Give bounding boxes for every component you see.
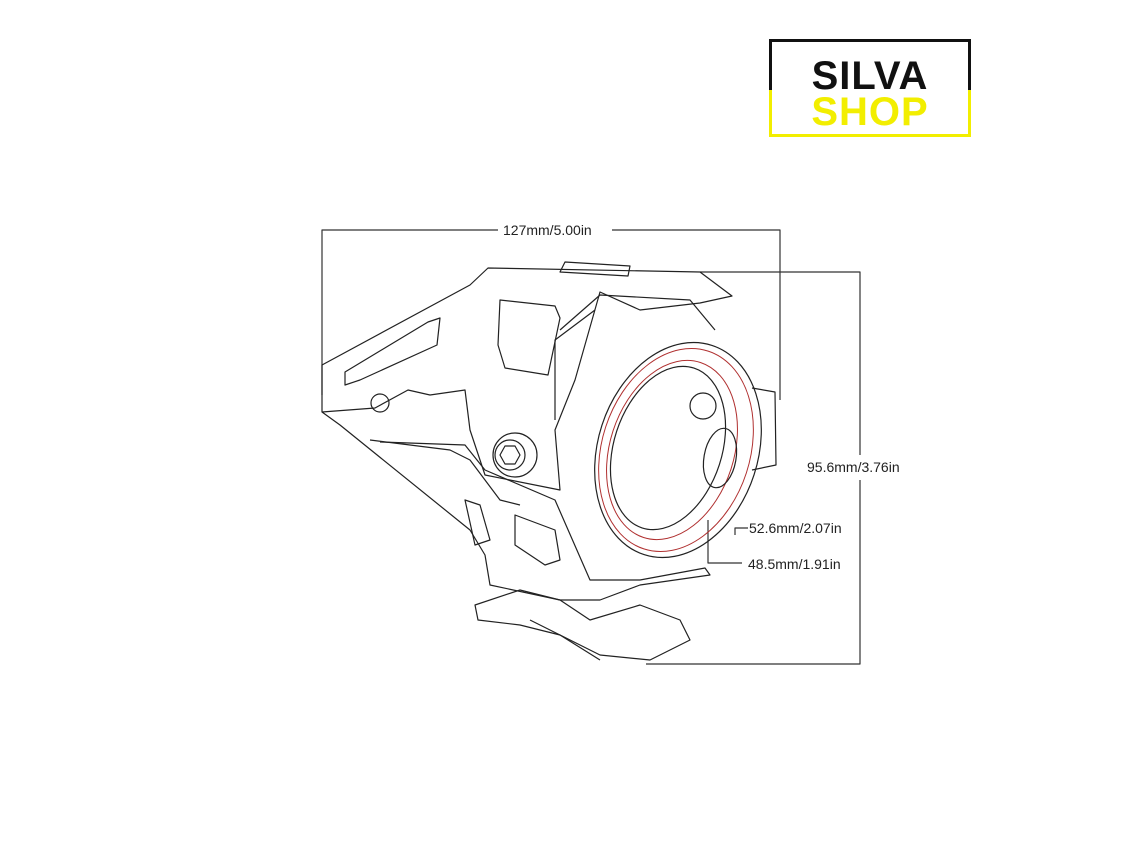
side-bolt bbox=[370, 393, 390, 413]
width-dimension-line bbox=[321, 229, 781, 400]
hex-bolt bbox=[492, 432, 538, 478]
silva-shop-logo: SILVA SHOP bbox=[769, 39, 971, 137]
lens-assembly bbox=[594, 341, 762, 559]
lamp-barrel bbox=[554, 294, 777, 471]
width-dimension-label: 127mm/5.00in bbox=[503, 222, 592, 238]
outer-ring-leader bbox=[734, 527, 748, 535]
height-dimension-line bbox=[646, 271, 861, 665]
housing-bracket bbox=[321, 261, 733, 601]
inner-ring-leader bbox=[707, 520, 742, 564]
mount-base bbox=[474, 589, 691, 661]
inner-ring-dimension-label: 48.5mm/1.91in bbox=[748, 556, 841, 572]
outer-ring-dimension-label: 52.6mm/2.07in bbox=[749, 520, 842, 536]
height-dimension-label: 95.6mm/3.76in bbox=[807, 459, 900, 475]
